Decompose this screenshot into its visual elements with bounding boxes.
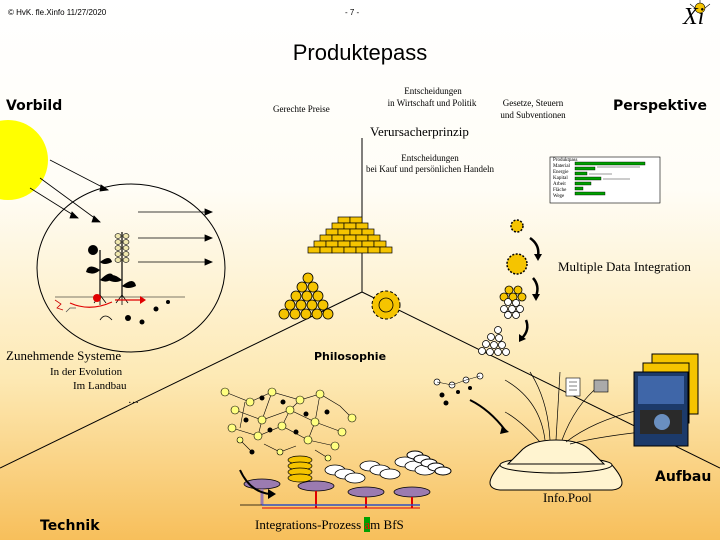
book-covers [633,353,699,447]
ecosystem-circle [36,183,226,353]
integrations-prozess-text-a: Integrations-Prozess [255,517,365,532]
legend-item: Material [553,164,570,169]
integrations-prozess-highlight: a [364,517,371,532]
vorbild-label: Vorbild [6,98,63,114]
disc-stacks [287,450,452,484]
aufbau-label: Aufbau [655,469,712,485]
gold-bar-pyramid [307,216,393,254]
integrations-prozess-label: Integrations-Prozess am BfS [255,517,404,533]
plant-icons [86,232,136,305]
entscheidungen-kauf-label-1: Entscheidungen [401,153,459,163]
legend-item: Wege [553,194,565,199]
gesetze-label-1: Gesetze, Steuern [502,98,564,108]
page-title: Produktepass [292,40,428,65]
legend-item: Produktpass [553,158,578,163]
perspektive-bar-chart [549,156,661,204]
logo-text: Xi [683,4,705,30]
pipe-connectors [240,478,431,509]
philosophie-label: Philosophie [314,350,387,363]
document-icon [565,377,581,397]
multiple-data-label: Multiple Data Integration [558,259,691,274]
sun-icon [0,120,48,200]
legend-item: Kapital [553,176,568,181]
data-cluster-icons [478,219,542,356]
entscheidungen-wirtschaft-label-1: Entscheidungen [404,86,462,96]
verursacherprinzip-label: Verursacherprinzip [370,124,469,139]
gold-gear-icon [371,290,401,320]
entscheidungen-wirtschaft-label-2: in Wirtschaft und Politik [387,98,477,108]
flow-arrows [239,399,509,499]
infopool-label: Info.Pool [543,490,592,505]
landbau-label: Im Landbau [73,380,127,392]
integrations-prozess-text-c: m BfS [370,517,404,532]
infopool-icon [489,371,661,491]
zunehmende-systeme-label: Zunehmende Systeme [6,348,122,363]
computer-icon [593,379,609,393]
legend-item: Fläche [553,188,567,193]
gold-ball-pyramid [278,272,334,320]
cycle-arrows [54,294,185,325]
logo-icon [689,0,711,14]
perspektive-label: Perspektive [613,98,707,114]
entscheidungen-kauf-label-2: bei Kauf und persönlichen Handeln [366,164,494,174]
legend-item: Arbeit [553,182,566,187]
gesetze-label-2: und Subventionen [500,110,566,120]
technik-label: Technik [40,518,100,534]
network-diagram [220,387,357,462]
copyright-text: © HvK. fle.Xinfo 11/27/2020 [8,8,107,17]
page-number: - 7 - [345,8,360,17]
ellipsis-label: … [128,394,139,406]
legend-item: Energie [553,170,569,175]
evolution-label: In der Evolution [50,366,123,378]
gerechte-preise-label: Gerechte Preise [273,104,330,114]
divider-left [0,291,363,469]
chain-dots [433,372,484,406]
